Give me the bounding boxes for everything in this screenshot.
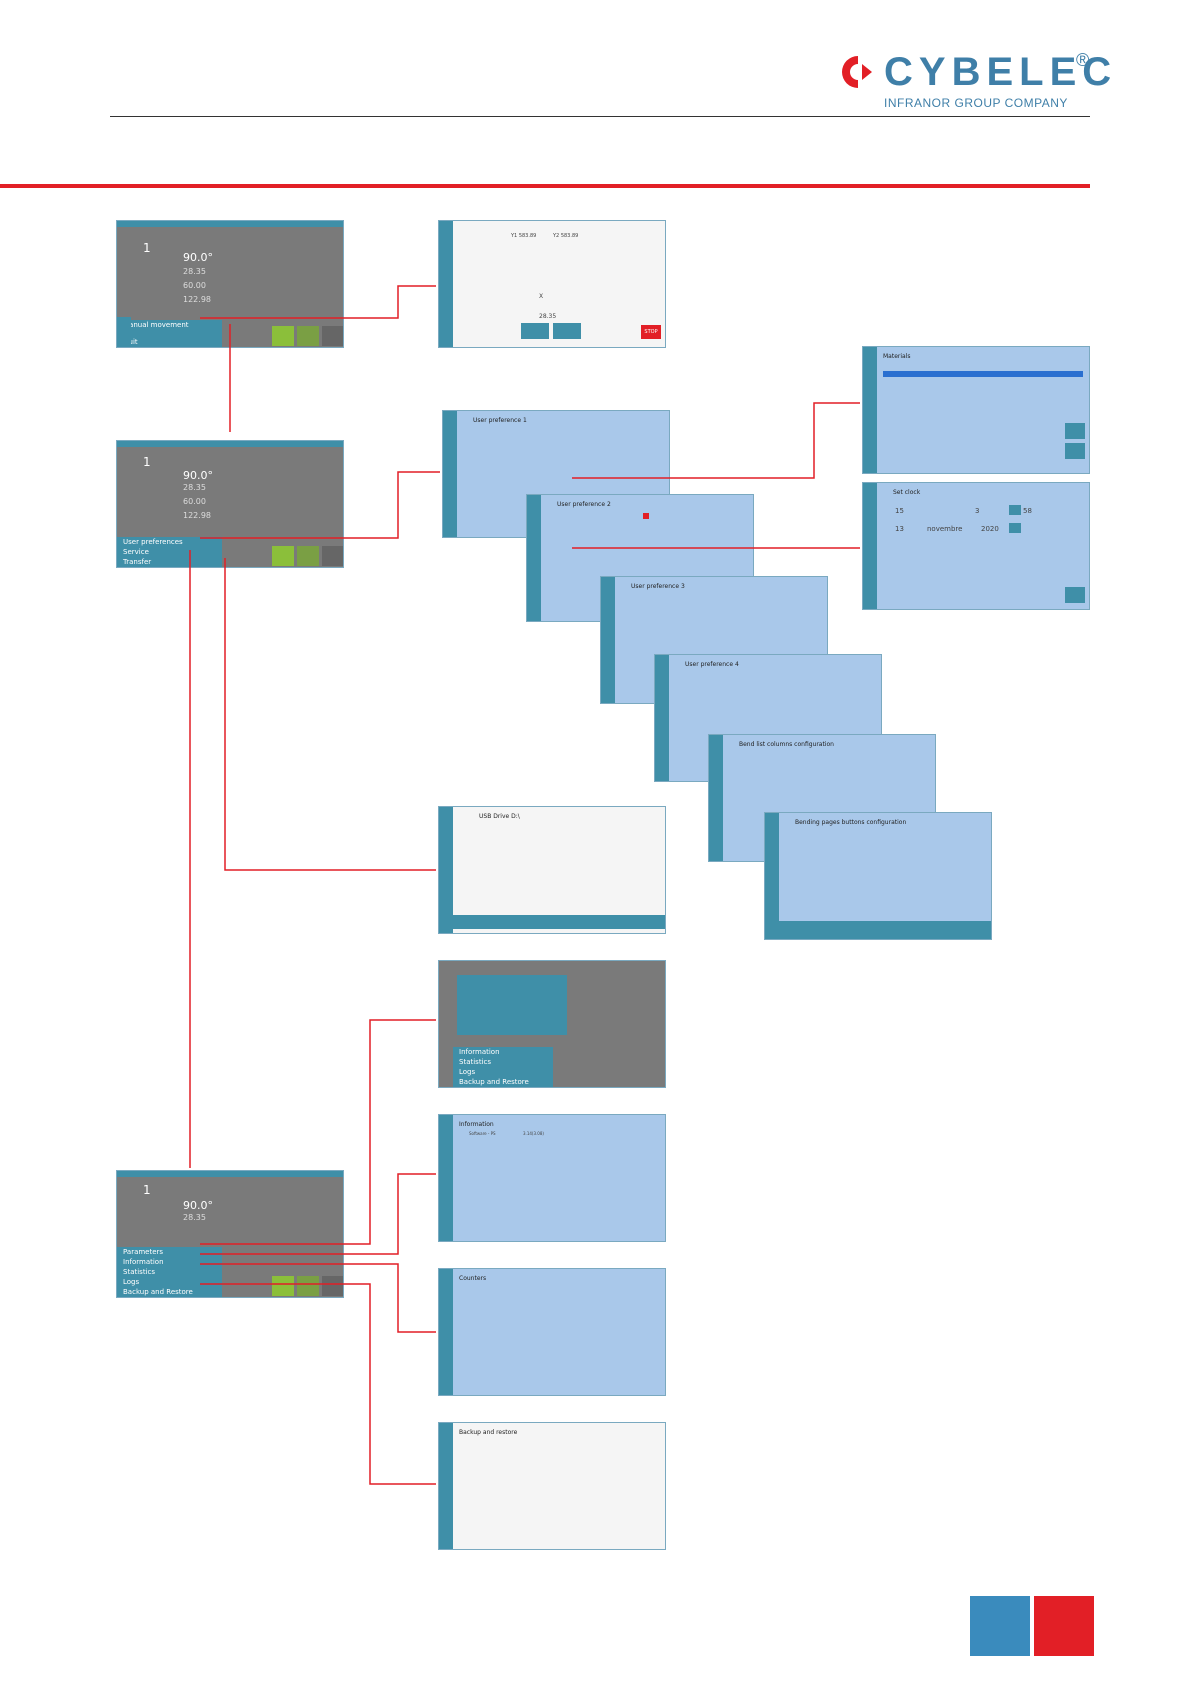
menu-service[interactable]: Service <box>123 548 149 556</box>
add-button[interactable] <box>1065 443 1085 459</box>
backup-screen: Backup and restore <box>438 1422 666 1550</box>
tool-button[interactable] <box>322 326 343 346</box>
menu-manual-movement[interactable]: Manual movement <box>123 321 189 329</box>
counters-screen: Counters <box>438 1268 666 1396</box>
registered-mark: ® <box>1076 50 1090 70</box>
angle: 90.0° <box>183 251 213 264</box>
header-rule <box>110 116 1090 117</box>
up-arrow-icon[interactable] <box>1009 505 1021 515</box>
bend-button[interactable] <box>272 326 294 346</box>
main-screen-3: 1 90.0° 28.35 Parameters Information Sta… <box>116 1170 344 1298</box>
set-clock-screen: Set clock 15 3 58 13 novembre 2020 <box>862 482 1090 610</box>
brand-subtitle: INFRANOR GROUP COMPANY <box>884 96 1068 110</box>
menu-3: Parameters Information Statistics Logs B… <box>117 1247 222 1297</box>
main-screen-2: 1 90.0° 28.35 60.00 122.98 User preferen… <box>116 440 344 568</box>
minus-button[interactable] <box>521 323 549 339</box>
menu-transfer[interactable]: Transfer <box>123 558 152 566</box>
bending-pages-config: Bending pages buttons configuration <box>764 812 992 940</box>
plus-button[interactable] <box>553 323 581 339</box>
menu-user-preferences[interactable]: User preferences <box>123 538 183 546</box>
usb-screen: USB Drive D:\ <box>438 806 666 934</box>
service-keyboard-screen: Information Statistics Logs Backup and R… <box>438 960 666 1088</box>
stop-button[interactable]: STOP <box>641 325 661 339</box>
delete-button[interactable] <box>1065 423 1085 439</box>
footer-blue-square <box>970 1596 1030 1656</box>
header-red-band <box>0 184 1090 188</box>
back-button[interactable] <box>1065 587 1085 603</box>
menu-2: User preferences Service Transfer <box>117 537 222 567</box>
header: CYBELEC ® INFRANOR GROUP COMPANY <box>0 0 1191 190</box>
keyboard[interactable] <box>457 975 567 1035</box>
information-screen: Information Software - PS 3.14(3.08) <box>438 1114 666 1242</box>
footer-red-square <box>1034 1596 1094 1656</box>
materials-selected-row[interactable] <box>883 371 1083 377</box>
materials-screen: Materials <box>862 346 1090 474</box>
count: 1 <box>143 241 151 255</box>
list-button[interactable] <box>297 326 319 346</box>
manual-movement-screen: Y1 583.89 Y2 583.89 X 28.35 STOP <box>438 220 666 348</box>
cybelec-logo-icon <box>842 56 872 88</box>
brand-name: CYBELEC <box>884 50 1118 94</box>
menu-1: Manual movement Quit <box>117 320 222 347</box>
down-arrow-icon[interactable] <box>1009 523 1021 533</box>
